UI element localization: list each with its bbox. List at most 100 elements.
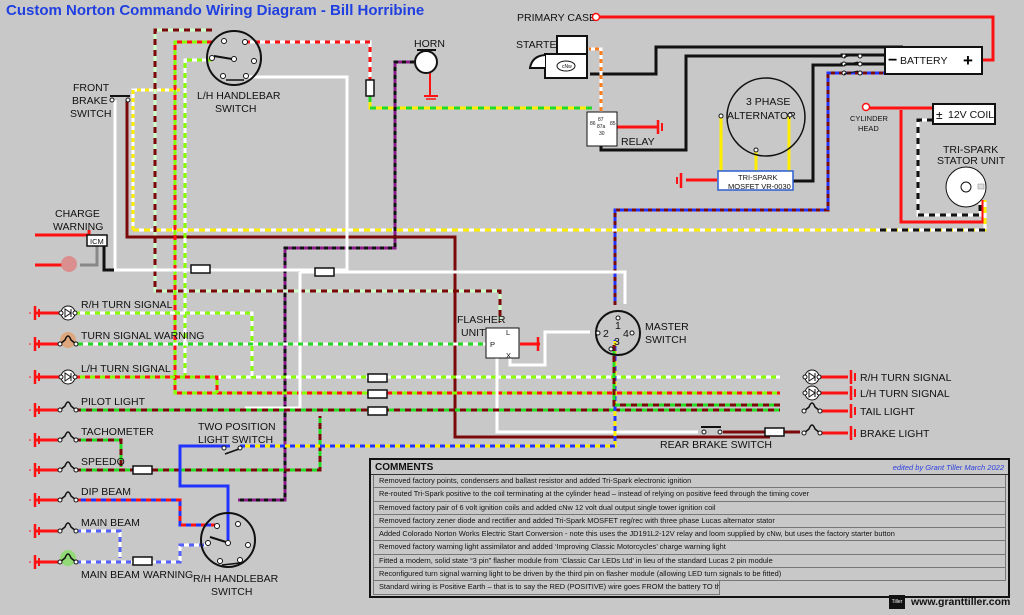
right-load-item: BRAKE LIGHT	[801, 424, 930, 440]
primary-case-terminal: PRIMARY CASE	[517, 12, 601, 24]
right-load-label: R/H TURN SIGNAL	[860, 372, 952, 384]
rear-brake-label: REAR BRAKE SWITCH	[660, 439, 772, 451]
stator-label-1: TRI-SPARK	[943, 144, 998, 156]
bulb-icon	[57, 491, 79, 503]
cylinder-head-label-2: HEAD	[858, 124, 879, 133]
comments-list: Removed factory points, condensers and b…	[371, 475, 1008, 595]
alternator-label-2: ALTERNATOR	[727, 110, 796, 122]
comments-panel: COMMENTS edited by Grant Tiller March 20…	[369, 458, 1010, 598]
battery-negative-icon: −	[888, 52, 897, 69]
ground-icon	[29, 370, 40, 384]
battery-label: BATTERY	[900, 55, 947, 67]
master-switch-label-2: SWITCH	[645, 334, 686, 346]
ground-icon	[29, 403, 40, 417]
left-load-item: SPEEDO	[29, 456, 125, 477]
relay-pin-87: 87	[598, 117, 604, 123]
website-link[interactable]: www.granttiller.com	[911, 596, 1011, 608]
ground-icon	[845, 386, 856, 400]
master-pin-3: 3	[614, 336, 620, 348]
mosfet-ground-icon	[676, 173, 683, 188]
front-brake-label-3: SWITCH	[70, 108, 111, 120]
led-icon	[802, 369, 822, 385]
bulb-icon	[57, 332, 79, 348]
mosfet-regulator: TRI-SPARK MOSFET VR-0030	[717, 170, 794, 191]
battery-positive-icon: +	[963, 51, 973, 70]
fuse-pilot	[367, 406, 388, 416]
coil-label: 12V COIL	[948, 109, 994, 121]
flasher-label-1: FLASHER	[457, 314, 506, 326]
comment-row: Removed factory pair of 6 volt ignition …	[373, 501, 1006, 515]
left-load-label: TACHOMETER	[81, 426, 154, 438]
right-load-label: TAIL LIGHT	[860, 406, 915, 418]
icm-label: ICM	[90, 237, 104, 246]
bulb-icon	[57, 461, 79, 473]
relay-label: RELAY	[621, 136, 655, 148]
fuse-speedo	[132, 465, 153, 475]
wires	[35, 15, 995, 564]
rear-brake-switch[interactable]: REAR BRAKE SWITCH	[660, 426, 772, 451]
diagram-title: Custom Norton Commando Wiring Diagram - …	[6, 2, 424, 19]
tri-spark-stator: TRI-SPARK STATOR UNIT	[937, 144, 1006, 208]
comment-row: Re-routed Tri-Spark positive to the coil…	[373, 488, 1006, 502]
rh-switch-label-1: R/H HANDLEBAR	[193, 573, 279, 585]
comment-row: Reconfigured turn signal warning light t…	[373, 568, 1006, 582]
comment-row: Standard wiring is Positive Earth – that…	[373, 581, 720, 595]
fuse-front-brake	[190, 264, 211, 274]
lh-handlebar-switch[interactable]: L/H HANDLEBAR SWITCH	[197, 30, 281, 115]
front-brake-label-2: BRAKE	[72, 95, 108, 107]
led-icon	[802, 385, 822, 401]
bulb-icon	[57, 550, 79, 566]
relay-pin-85: 85	[610, 121, 616, 127]
relay-pin-30: 30	[599, 131, 605, 137]
left-load-item: TACHOMETER	[29, 426, 154, 447]
charge-warning-label-2: WARNING	[53, 221, 103, 233]
bulb-icon	[57, 522, 79, 534]
ground-icon	[29, 555, 40, 569]
ground-icon	[29, 524, 40, 538]
bulb-icon	[57, 431, 79, 443]
comment-row: Removed factory warning light assimilato…	[373, 541, 1006, 555]
alternator-label-1: 3 PHASE	[746, 96, 790, 108]
ground-icon	[845, 370, 856, 384]
relay-ground-icon	[656, 120, 663, 134]
fuse-rh-turn	[367, 373, 388, 383]
cylinder-head-terminal: CYLINDER HEAD	[850, 102, 889, 133]
front-brake-switch[interactable]: FRONT BRAKE SWITCH	[70, 82, 131, 120]
rh-handlebar-switch[interactable]: R/H HANDLEBAR SWITCH	[193, 512, 279, 598]
starter-relay: 86 87 87a 85 30 RELAY	[586, 111, 655, 148]
primary-case-label: PRIMARY CASE	[517, 12, 596, 24]
master-switch[interactable]: 1 2 3 4 MASTER SWITCH	[595, 310, 689, 356]
left-load-item: DIP BEAM	[29, 486, 131, 507]
charge-warning-label-1: CHARGE	[55, 208, 100, 220]
bulb-icon	[801, 424, 823, 436]
mosfet-label-1: TRI-SPARK	[738, 173, 777, 182]
fuse-brake-light	[764, 427, 785, 437]
battery-isolator-switches[interactable]	[841, 53, 863, 76]
flasher-pin-x: X	[506, 351, 511, 360]
flasher-unit: FLASHER UNIT L P X	[457, 314, 520, 360]
comment-row: Removed factory points, condensers and b…	[373, 475, 1006, 489]
rh-switch-label-2: SWITCH	[211, 586, 252, 598]
relay-pin-86: 86	[590, 121, 596, 127]
flasher-label-2: UNIT	[461, 327, 486, 339]
comments-edited-by: edited by Grant Tiller March 2022	[892, 462, 1004, 472]
right-load-item: L/H TURN SIGNAL	[802, 385, 950, 401]
ground-icon	[29, 493, 40, 507]
left-load-label: PILOT LIGHT	[81, 396, 146, 408]
master-pin-2: 2	[603, 328, 609, 340]
fuse-flasher	[314, 267, 335, 277]
cnw-logo-icon: cNw	[562, 64, 572, 70]
right-load-label: BRAKE LIGHT	[860, 428, 930, 440]
charge-warning: CHARGE WARNING ICM	[53, 208, 108, 272]
coil-plus-minus-icon: ±	[936, 108, 943, 122]
led-icon	[58, 369, 78, 385]
left-load-label: TURN SIGNAL WARNING	[81, 330, 204, 342]
right-load-label: L/H TURN SIGNAL	[860, 388, 950, 400]
comments-header: COMMENTS edited by Grant Tiller March 20…	[371, 460, 1008, 475]
left-load-item: PILOT LIGHT	[29, 396, 146, 417]
starter-motor: STARTER cNw	[516, 35, 588, 79]
comment-row: Added Colorado Norton Works Electric Sta…	[373, 528, 1006, 542]
two-position-light-switch[interactable]: TWO POSITION LIGHT SWITCH	[198, 421, 276, 455]
